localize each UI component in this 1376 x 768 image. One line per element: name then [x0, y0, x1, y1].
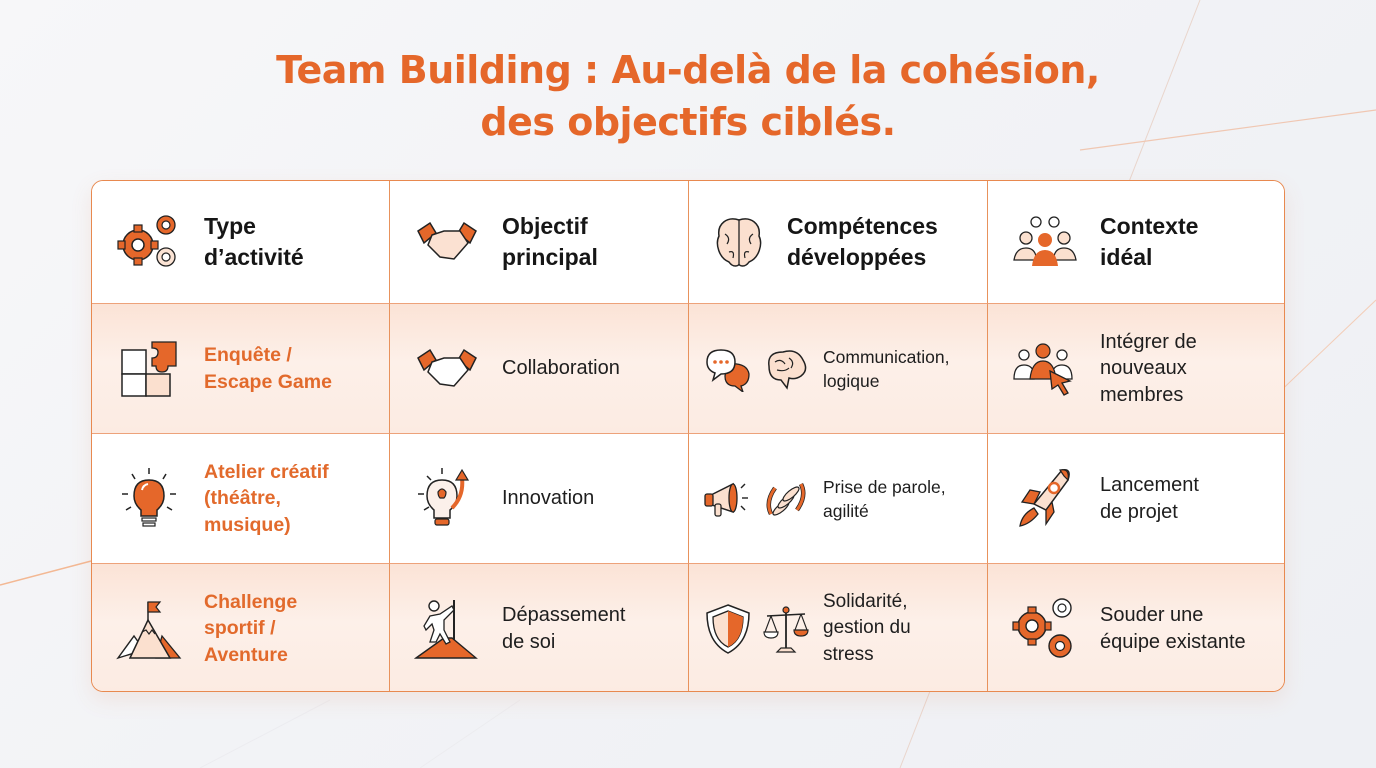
- group-icon: [1012, 214, 1078, 270]
- row3-context: Souder une équipe existante: [988, 564, 1284, 691]
- row2-type-line1: Atelier créatif: [204, 460, 329, 483]
- group-cursor-icon: [1012, 341, 1078, 397]
- row2-context: Lancement de projet: [988, 434, 1284, 564]
- gears-icon: [1012, 596, 1078, 662]
- row3-type-line3: Aventure: [204, 643, 288, 666]
- row3-context-line1: Souder une: [1100, 604, 1204, 626]
- spring-icon: [766, 482, 806, 516]
- lightbulb-arrow-icon: [414, 466, 480, 532]
- row3-skills-line1: Solidarité,: [823, 590, 908, 612]
- row2-context-line2: de projet: [1100, 500, 1178, 523]
- header-objective-line2: principal: [502, 244, 598, 270]
- climber-icon: [414, 596, 480, 662]
- row1-context-line1: Intégrer de: [1100, 330, 1197, 353]
- rocket-icon: [1012, 466, 1078, 532]
- header-context-line2: idéal: [1100, 244, 1153, 270]
- lightbulb-icon: [116, 466, 182, 532]
- header-context: Contexte idéal: [988, 181, 1284, 304]
- row2-type-line2: (théâtre,: [204, 487, 281, 510]
- handshake-icon: [414, 217, 480, 267]
- header-type: Type d’activité: [92, 181, 390, 304]
- header-skills: Compétences développées: [689, 181, 988, 304]
- header-objective: Objectif principal: [390, 181, 689, 304]
- row1-context: Intégrer de nouveaux membres: [988, 304, 1284, 434]
- scales-icon: [763, 605, 809, 653]
- header-skills-line2: développées: [787, 244, 927, 270]
- row1-type-line1: Enquête /: [204, 344, 292, 366]
- row1-context-line2: nouveaux: [1100, 357, 1187, 380]
- row1-type-line2: Escape Game: [204, 370, 332, 393]
- row3-type-line1: Challenge: [204, 590, 298, 613]
- header-type-line2: d’activité: [204, 244, 304, 270]
- row1-objective-line1: Collaboration: [502, 357, 620, 380]
- row3-objective: Dépassement de soi: [390, 564, 689, 691]
- handshake-icon: [414, 344, 480, 394]
- mountain-flag-icon: [116, 596, 182, 662]
- comparison-table: Type d’activité Objectif principal Compé…: [91, 180, 1285, 692]
- megaphone-icon: [704, 482, 748, 517]
- row3-objective-line1: Dépassement: [502, 604, 626, 626]
- row2-objective: Innovation: [390, 434, 689, 564]
- puzzle-icon: [116, 336, 182, 402]
- row3-skills: Solidarité, gestion du stress: [689, 564, 988, 691]
- shield-icon: [706, 603, 750, 654]
- row3-context-line2: équipe existante: [1100, 630, 1246, 653]
- chat-bubbles-icon: [706, 348, 750, 392]
- page-title: Team Building : Au-delà de la cohésion, …: [0, 44, 1376, 148]
- title-line-1: Team Building : Au-delà de la cohésion,: [276, 48, 1100, 92]
- row1-skills-line2: logique: [823, 370, 880, 391]
- header-type-line1: Type: [204, 213, 256, 239]
- row3-type-line2: sportif /: [204, 617, 276, 640]
- gears-icon: [116, 209, 182, 275]
- row1-objective: Collaboration: [390, 304, 689, 434]
- header-objective-line1: Objectif: [502, 213, 588, 239]
- row3-skills-line2: gestion du: [823, 617, 911, 639]
- row2-skills-line2: agilité: [823, 500, 869, 521]
- row2-objective-line1: Innovation: [502, 487, 595, 510]
- brain-icon: [768, 349, 807, 390]
- row1-skills: Communication, logique: [689, 304, 988, 434]
- row2-skills-line1: Prise de parole,: [823, 476, 946, 497]
- row1-context-line3: membres: [1100, 383, 1184, 406]
- row1-skills-line1: Communication,: [823, 346, 950, 367]
- row1-type: Enquête / Escape Game: [92, 304, 390, 434]
- row3-type: Challenge sportif / Aventure: [92, 564, 390, 691]
- header-skills-line1: Compétences: [787, 213, 938, 239]
- row3-skills-line3: stress: [823, 643, 874, 665]
- row3-objective-line2: de soi: [502, 630, 556, 653]
- row2-context-line1: Lancement: [1100, 474, 1199, 496]
- row2-skills: Prise de parole, agilité: [689, 434, 988, 564]
- title-line-2: des objectifs ciblés.: [480, 100, 896, 144]
- header-context-line1: Contexte: [1100, 213, 1199, 239]
- brain-icon: [713, 214, 765, 270]
- row2-type: Atelier créatif (théâtre, musique): [92, 434, 390, 564]
- row2-type-line3: musique): [204, 513, 291, 536]
